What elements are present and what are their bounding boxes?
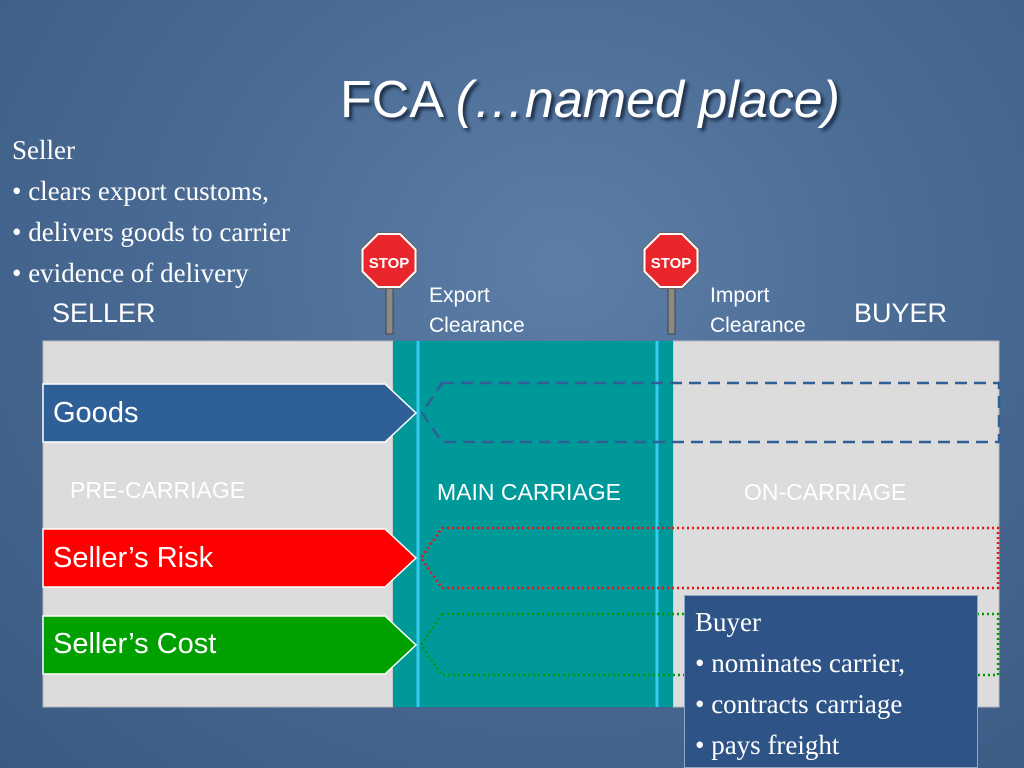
buyer-notes-heading: Buyer (695, 607, 761, 637)
main-carriage-label: MAIN CARRIAGE (437, 479, 622, 505)
goods-dashed-outline (420, 381, 1001, 444)
goods-arrow (42, 383, 418, 443)
seller-notes-item: • clears export customs, (12, 176, 269, 206)
on-carriage-label: ON-CARRIAGE (744, 479, 907, 505)
buyer-notes-item: • nominates carrier, (695, 648, 906, 678)
seller-cost-label: Seller’s Cost (53, 628, 217, 660)
export-stop-text: STOP (369, 255, 410, 272)
import-caption-line1: Import (710, 284, 770, 307)
title-main: FCA (340, 71, 442, 129)
pre-carriage-label: PRE-CARRIAGE (70, 477, 246, 503)
seller-notes-heading: Seller (12, 135, 75, 165)
slide-title: FCA (…named place) (340, 70, 900, 140)
goods-label: Goods (53, 397, 139, 429)
title-sub: (…named place) (455, 71, 840, 129)
import-stop-text: STOP (651, 255, 692, 272)
export-caption-line1: Export (429, 284, 490, 307)
main-carriage-zone (393, 341, 673, 707)
import-clearance-caption: Import Clearance (710, 281, 806, 341)
import-caption-line2: Clearance (710, 314, 806, 337)
seller-risk-arrow (42, 528, 418, 588)
export-clearance-caption: Export Clearance (429, 281, 525, 341)
buyer-notes-item: • pays freight (695, 730, 840, 760)
seller-cost-arrow (42, 615, 418, 675)
seller-label: SELLER (52, 298, 156, 328)
buyer-notes-item: • contracts carriage (695, 689, 903, 719)
buyer-label: BUYER (854, 298, 948, 328)
seller-risk-label: Seller’s Risk (53, 542, 214, 574)
seller-notes: Seller • clears export customs, • delive… (12, 130, 372, 294)
seller-notes-item: • evidence of delivery (12, 258, 249, 288)
import-stop-sign-icon: STOP (642, 232, 700, 335)
export-caption-line2: Clearance (429, 314, 525, 337)
seller-notes-item: • delivers goods to carrier (12, 217, 290, 247)
buyer-notes: Buyer • nominates carrier, • contracts c… (684, 595, 978, 768)
export-stop-sign-icon: STOP (360, 232, 418, 335)
